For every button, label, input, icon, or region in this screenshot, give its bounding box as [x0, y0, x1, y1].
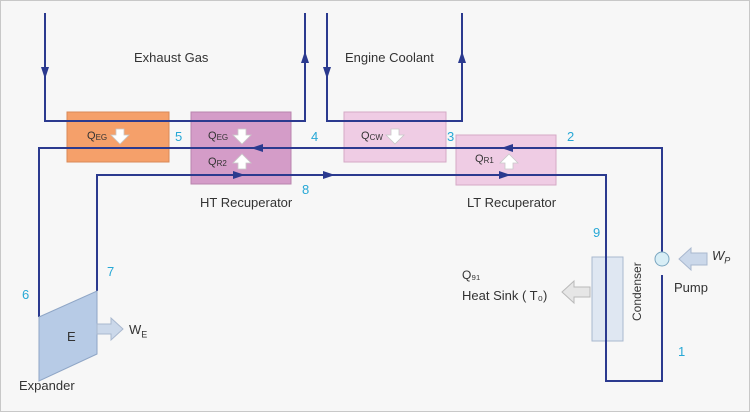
engine-coolant-stream	[326, 13, 463, 122]
wp-label: WP	[712, 248, 731, 266]
heat-sink-arrow	[561, 279, 591, 305]
qr1-label: QR1	[475, 153, 494, 165]
state-point-9: 9	[593, 225, 601, 240]
heat-sink-label: Heat Sink ( T₀)	[462, 288, 548, 303]
we-label: WE	[129, 322, 148, 340]
condenser-label: Condenser	[630, 262, 644, 321]
exhaust-gas-label: Exhaust Gas	[134, 50, 209, 65]
qr2-heat-arrow	[232, 153, 252, 170]
we-work-arrow	[96, 316, 124, 342]
qr2-label: QR2	[208, 156, 227, 168]
qeg-heat-arrow-1	[110, 128, 130, 145]
condenser-box	[591, 256, 624, 342]
qeg-label-2: QEG	[208, 130, 229, 142]
state-point-7: 7	[107, 264, 115, 279]
expander-symbol	[38, 290, 98, 382]
engine-coolant-label: Engine Coolant	[345, 50, 434, 65]
working-fluid-low-pressure-line	[96, 174, 663, 382]
qcw-heat-arrow	[385, 128, 405, 145]
state-point-6: 6	[22, 287, 30, 302]
state-point-8: 8	[302, 182, 310, 197]
state-point-1: 1	[678, 344, 686, 359]
state-point-4: 4	[311, 129, 319, 144]
state-point-5: 5	[175, 129, 183, 144]
ht-recuperator-label: HT Recuperator	[200, 195, 293, 210]
pump-symbol	[654, 251, 670, 267]
pump-label: Pump	[674, 280, 708, 295]
q91-label: Q₉₁	[462, 268, 481, 282]
state-point-2: 2	[567, 129, 575, 144]
qeg-label-1: QEG	[87, 130, 108, 142]
state-point-3: 3	[447, 129, 455, 144]
exhaust-gas-stream	[44, 13, 306, 122]
working-fluid-high-pressure-line	[38, 147, 663, 317]
expander-label: Expander	[19, 378, 75, 393]
wp-work-arrow	[678, 246, 708, 272]
expander-symbol-label: E	[67, 329, 76, 344]
lt-recuperator-label: LT Recuperator	[467, 195, 557, 210]
qcw-label: QCW	[361, 130, 383, 142]
qeg-heat-arrow-2	[232, 128, 252, 145]
qr1-heat-arrow	[499, 153, 519, 170]
